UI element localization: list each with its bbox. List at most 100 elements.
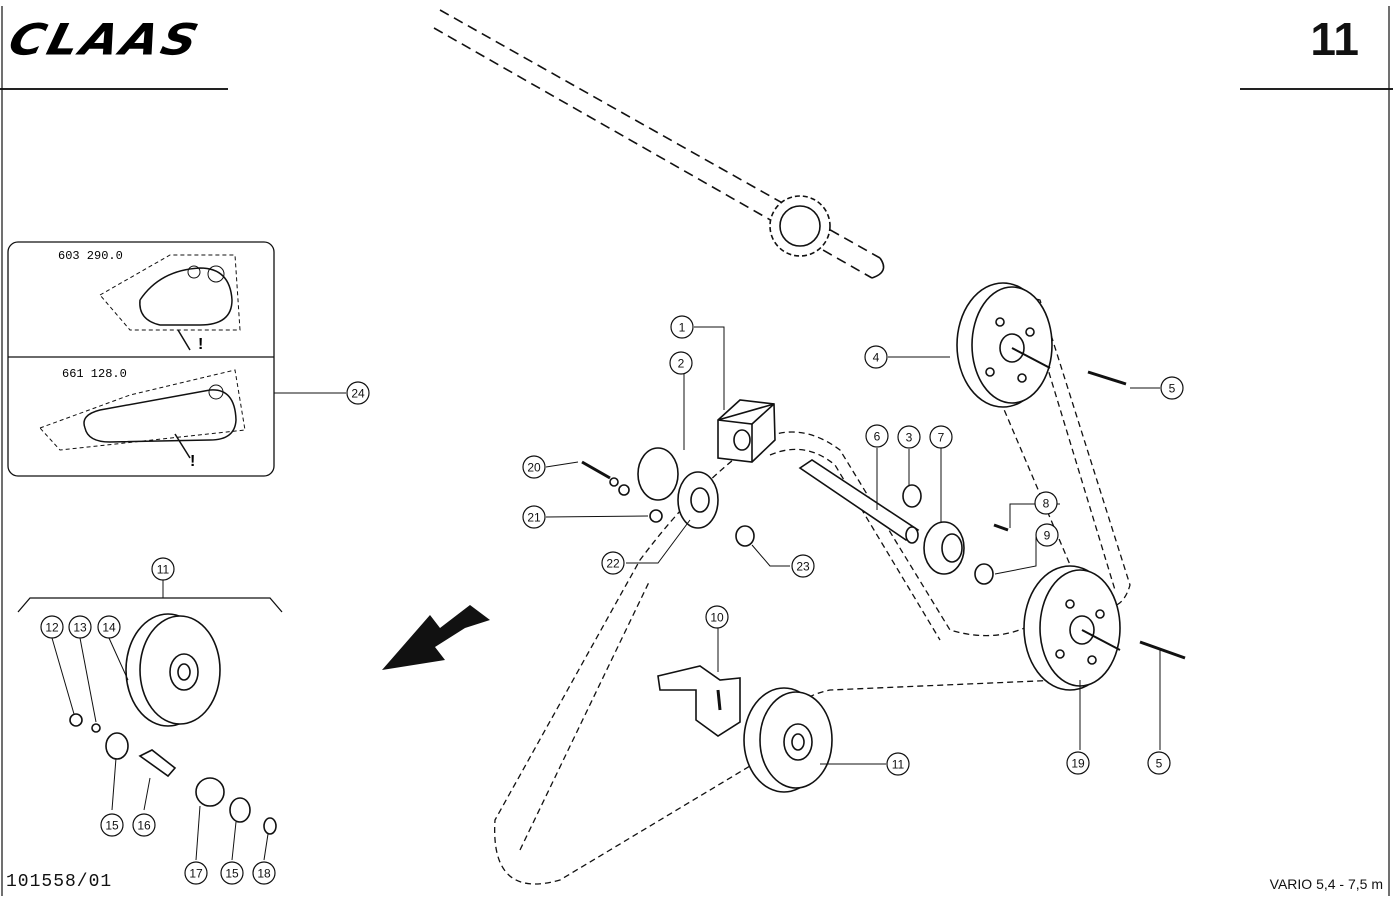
callout-label: 22 <box>606 557 620 571</box>
direction-arrow-icon <box>382 605 490 670</box>
callout-circle <box>1066 751 1090 775</box>
callout-15: 15 <box>100 813 124 837</box>
callout-circle <box>1160 376 1184 400</box>
hub-22 <box>637 447 719 529</box>
callout-5: 5 <box>1160 376 1184 400</box>
callout-7: 7 <box>929 425 953 449</box>
bracket-10 <box>657 665 741 737</box>
callout-circle <box>68 615 92 639</box>
warning-mark: ! <box>190 453 195 470</box>
callout-label: 11 <box>892 758 905 772</box>
callout-17: 17 <box>184 861 208 885</box>
callout-label: 18 <box>257 867 271 881</box>
callout-circle <box>132 813 156 837</box>
callout-circle <box>705 605 729 629</box>
callout-label: 15 <box>105 819 119 833</box>
callout-label: 3 <box>906 431 913 445</box>
callout-2: 2 <box>669 351 693 375</box>
callout-4: 4 <box>864 345 888 369</box>
bolt-20 <box>581 460 663 523</box>
callout-circle <box>40 615 64 639</box>
callout-circle <box>1034 491 1058 515</box>
sleeve-23 <box>735 525 755 547</box>
callout-label: 10 <box>710 611 724 625</box>
callout-label: 16 <box>137 819 151 833</box>
callout-label: 8 <box>1043 497 1050 511</box>
callout-6: 6 <box>865 424 889 448</box>
callout-23: 23 <box>791 554 815 578</box>
callout-label: 17 <box>189 867 203 881</box>
header-rule-right <box>1240 88 1393 90</box>
callout-label: 19 <box>1071 757 1085 771</box>
page-number: 11 <box>1310 13 1359 65</box>
callout-11: 11 <box>151 557 175 581</box>
callout-circle <box>522 455 546 479</box>
callout-label: 11 <box>157 563 170 577</box>
callout-18: 18 <box>252 861 276 885</box>
callout-3: 3 <box>897 425 921 449</box>
callout-circle <box>601 551 625 575</box>
callout-label: 5 <box>1156 757 1163 771</box>
callout-21: 21 <box>522 505 546 529</box>
pulley-4 <box>956 282 1053 408</box>
callout-label: 14 <box>102 621 116 635</box>
callout-label: 6 <box>874 430 881 444</box>
header-rule-left <box>0 88 228 90</box>
callout-circle <box>865 424 889 448</box>
callout-label: 12 <box>45 621 59 635</box>
callout-label: 4 <box>873 351 880 365</box>
callout-20: 20 <box>522 455 546 479</box>
callout-15: 15 <box>220 861 244 885</box>
callout-label: 20 <box>527 461 541 475</box>
pin-5 <box>1087 370 1186 660</box>
callout-circle <box>670 315 694 339</box>
callout-circle <box>97 615 121 639</box>
inset-part-number-bottom: 661 128.0 <box>62 367 127 381</box>
callout-22: 22 <box>601 551 625 575</box>
inset-box <box>7 241 346 477</box>
callout-1: 1 <box>670 315 694 339</box>
callout-circle <box>100 813 124 837</box>
bearing-block-1 <box>717 399 776 463</box>
callout-circle <box>864 345 888 369</box>
callout-circle <box>1147 751 1171 775</box>
callout-circle <box>184 861 208 885</box>
warning-mark: ! <box>198 336 203 353</box>
callout-12: 12 <box>40 615 64 639</box>
callout-label: 21 <box>527 511 541 525</box>
callout-label: 24 <box>351 387 365 401</box>
callout-circle <box>252 861 276 885</box>
callout-19: 19 <box>1066 751 1090 775</box>
pulley-assembly-11 <box>17 597 283 835</box>
callout-circle <box>897 425 921 449</box>
callout-10: 10 <box>705 605 729 629</box>
callout-circle <box>669 351 693 375</box>
callout-label: 13 <box>73 621 87 635</box>
v-belt-lower <box>494 431 1061 885</box>
callout-5: 5 <box>1147 751 1171 775</box>
callout-circle <box>151 557 175 581</box>
callout-9: 9 <box>1035 523 1059 547</box>
callout-label: 7 <box>938 431 945 445</box>
flange-7 <box>923 521 965 575</box>
inset-part-number-top: 603 290.0 <box>58 249 123 263</box>
callout-11: 11 <box>886 752 910 776</box>
pulley-19 <box>1023 565 1121 691</box>
callout-circle <box>791 554 815 578</box>
callout-circle <box>346 381 370 405</box>
model-label: VARIO 5,4 - 7,5 m <box>1269 876 1383 892</box>
callout-label: 1 <box>679 321 686 335</box>
callout-label: 5 <box>1169 382 1176 396</box>
leader-lines <box>51 326 1161 861</box>
callout-16: 16 <box>132 813 156 837</box>
idler-pulley-11 <box>743 687 833 793</box>
callout-13: 13 <box>68 615 92 639</box>
callout-circle <box>220 861 244 885</box>
bolt-8 <box>974 523 1009 585</box>
callout-8: 8 <box>1034 491 1058 515</box>
callout-24: 24 <box>346 381 370 405</box>
sprocket-icon <box>769 195 831 257</box>
callout-circle <box>929 425 953 449</box>
callout-circle <box>1035 523 1059 547</box>
